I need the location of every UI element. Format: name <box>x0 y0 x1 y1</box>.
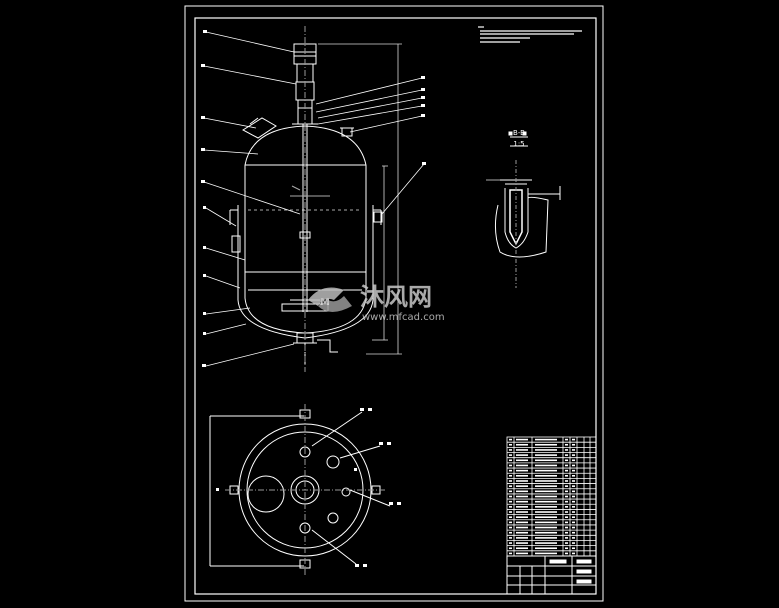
callout-marks-left <box>201 30 207 367</box>
vessel-dimensions <box>318 43 402 355</box>
support-left <box>231 235 241 253</box>
plan-view-callouts <box>216 408 401 567</box>
support-right <box>373 211 383 223</box>
section-label-scale: 1:5 <box>513 140 524 148</box>
plan-view <box>209 404 391 576</box>
leader-lines-left <box>203 31 301 367</box>
plan-manhole <box>247 475 285 513</box>
callout-marks-right <box>421 76 426 165</box>
inlet-nozzle <box>242 117 277 139</box>
mfcad-logo: M <box>308 287 352 312</box>
watermark: M 沐风网 www.mfcad.com <box>308 283 445 323</box>
leader-lines-right <box>315 77 425 215</box>
watermark-url: www.mfcad.com <box>362 312 445 323</box>
svg-text:M: M <box>320 297 330 308</box>
technical-requirements-block <box>478 26 582 43</box>
watermark-text: 沐风网 <box>360 283 432 311</box>
drawing-frame <box>184 5 604 602</box>
vessel-elevation-view <box>229 26 383 372</box>
section-view-bb <box>486 131 561 288</box>
parts-list-table <box>506 436 597 557</box>
title-block <box>506 555 597 595</box>
section-label-title: B-B <box>513 129 525 137</box>
section-label: B-B 1:5 <box>513 129 525 148</box>
